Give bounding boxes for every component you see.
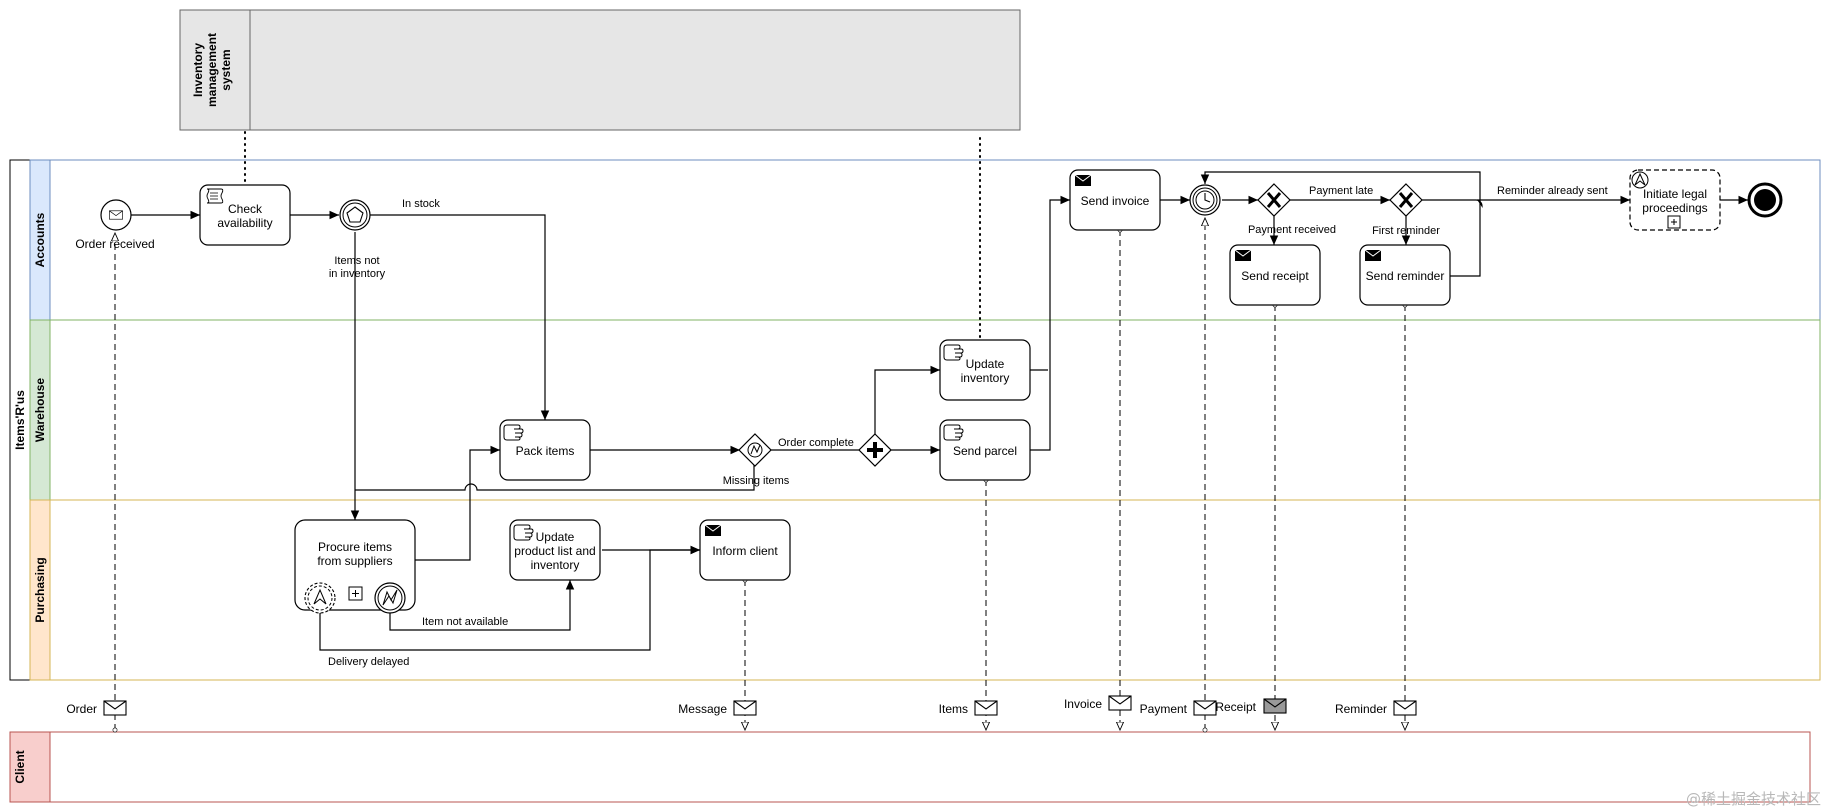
send-message-icon xyxy=(1234,249,1252,262)
task-pack-items-label: Pack items xyxy=(516,444,575,458)
task-inform-client[interactable]: Inform client xyxy=(699,519,791,581)
sequence-flows xyxy=(131,171,1748,651)
task-check-availability[interactable]: Check availability xyxy=(199,184,291,246)
send-message-icon xyxy=(1074,174,1092,187)
label-item-not-available: Item not available xyxy=(422,616,508,628)
task-update-product-list-label-2: product list and xyxy=(514,544,595,558)
subprocess-initiate-legal-proceedings[interactable]: Initiate legal proceedings xyxy=(1629,169,1721,231)
task-update-inventory[interactable]: Update inventory xyxy=(939,339,1031,401)
send-message-icon xyxy=(1364,249,1382,262)
hand-icon xyxy=(943,424,964,441)
exclusive-gateway-payment[interactable] xyxy=(1257,183,1291,217)
order-received-label: Order received xyxy=(75,237,154,251)
task-send-invoice-label: Send invoice xyxy=(1081,194,1150,208)
label-items-not-in-inventory-1: Items not xyxy=(334,255,379,267)
boundary-error-event[interactable] xyxy=(374,582,406,614)
pool-inventory-management-system: Inventory management system xyxy=(179,9,1021,131)
complex-gateway-missing-items[interactable] xyxy=(738,433,772,467)
parallel-gateway[interactable] xyxy=(858,433,892,467)
envelope-icon xyxy=(974,700,998,716)
envelope-icon xyxy=(1393,700,1417,716)
task-send-parcel[interactable]: Send parcel xyxy=(939,419,1031,481)
hand-icon xyxy=(503,424,524,441)
message-reminder-label: Reminder xyxy=(1335,702,1387,716)
task-send-reminder-label: Send reminder xyxy=(1366,269,1445,283)
hand-icon xyxy=(513,524,534,541)
exclusive-gateway-reminder[interactable] xyxy=(1389,183,1423,217)
message-payment-label: Payment xyxy=(1140,702,1188,716)
lane-purchasing xyxy=(49,499,1821,681)
message-items-label: Items xyxy=(939,702,968,716)
subprocess-procure-label-2: from suppliers xyxy=(317,554,392,568)
pool-itemsrus-label: Items'R'us xyxy=(13,390,27,450)
message-message-label: Message xyxy=(678,702,727,716)
task-update-product-list[interactable]: Update product list and inventory xyxy=(509,519,601,581)
task-pack-items[interactable]: Pack items xyxy=(499,419,591,481)
task-update-product-list-label-1: Update xyxy=(536,530,575,544)
label-items-not-in-inventory-2: in inventory xyxy=(329,268,386,280)
message-receipt-label: Receipt xyxy=(1215,700,1256,714)
event-gateway[interactable] xyxy=(339,199,371,231)
label-first-reminder: First reminder xyxy=(1372,225,1440,237)
lane-warehouse-label: Warehouse xyxy=(33,378,47,443)
message-invoice-label: Invoice xyxy=(1064,697,1102,711)
subprocess-procure-label-1: Procure items xyxy=(318,540,392,554)
watermark: @稀土掘金技术社区 xyxy=(1685,790,1821,808)
hand-icon xyxy=(943,344,964,361)
pool-client: Client xyxy=(9,731,1811,803)
message-invoice[interactable]: Invoice xyxy=(1064,695,1132,711)
pool-client-label: Client xyxy=(13,750,27,783)
subprocess-legal-label-1: Initiate legal xyxy=(1643,187,1707,201)
task-send-reminder[interactable]: Send reminder xyxy=(1359,244,1451,306)
message-receipt[interactable]: Receipt xyxy=(1215,698,1287,714)
task-send-receipt[interactable]: Send receipt xyxy=(1229,244,1321,306)
timer-event[interactable] xyxy=(1189,184,1221,216)
message-order-label: Order xyxy=(66,702,97,716)
inventory-system-label-3: system xyxy=(219,49,233,90)
lane-purchasing-label: Purchasing xyxy=(33,557,47,622)
inventory-system-label-1: Inventory xyxy=(191,43,205,97)
task-update-product-list-label-3: inventory xyxy=(531,558,580,572)
label-order-complete: Order complete xyxy=(778,437,854,449)
task-check-availability-label-2: availability xyxy=(217,216,272,230)
task-send-receipt-label: Send receipt xyxy=(1241,269,1309,283)
envelope-icon xyxy=(1108,695,1132,711)
envelope-icon xyxy=(1193,700,1217,716)
label-reminder-already-sent: Reminder already sent xyxy=(1497,185,1608,197)
task-update-inventory-label-2: inventory xyxy=(961,371,1010,385)
script-icon xyxy=(206,188,224,204)
subprocess-legal-label-2: proceedings xyxy=(1642,201,1707,215)
message-items[interactable]: Items xyxy=(939,700,998,716)
label-payment-received: Payment received xyxy=(1248,224,1336,236)
start-event-order-received[interactable] xyxy=(100,199,132,231)
envelope-icon xyxy=(733,700,757,716)
task-inform-client-label: Inform client xyxy=(712,544,778,558)
envelope-icon xyxy=(103,700,127,716)
message-payment[interactable]: Payment xyxy=(1140,700,1217,716)
envelope-filled-icon xyxy=(1263,698,1287,714)
task-update-inventory-label-1: Update xyxy=(966,357,1005,371)
label-delivery-delayed: Delivery delayed xyxy=(328,656,409,668)
task-check-availability-label-1: Check xyxy=(228,202,263,216)
label-payment-late: Payment late xyxy=(1309,185,1373,197)
boundary-escalation-event[interactable] xyxy=(304,582,336,614)
label-missing-items: Missing items xyxy=(723,475,790,487)
inventory-system-label-2: management xyxy=(205,33,219,107)
task-send-invoice[interactable]: Send invoice xyxy=(1069,169,1161,231)
message-order[interactable]: Order xyxy=(66,700,127,716)
end-event[interactable] xyxy=(1747,182,1783,218)
lane-accounts-label: Accounts xyxy=(33,212,47,267)
message-reminder[interactable]: Reminder xyxy=(1335,700,1417,716)
send-message-icon xyxy=(704,524,722,537)
label-in-stock: In stock xyxy=(402,198,440,210)
message-message[interactable]: Message xyxy=(678,700,757,716)
message-flows xyxy=(115,218,1405,730)
task-send-parcel-label: Send parcel xyxy=(953,444,1017,458)
